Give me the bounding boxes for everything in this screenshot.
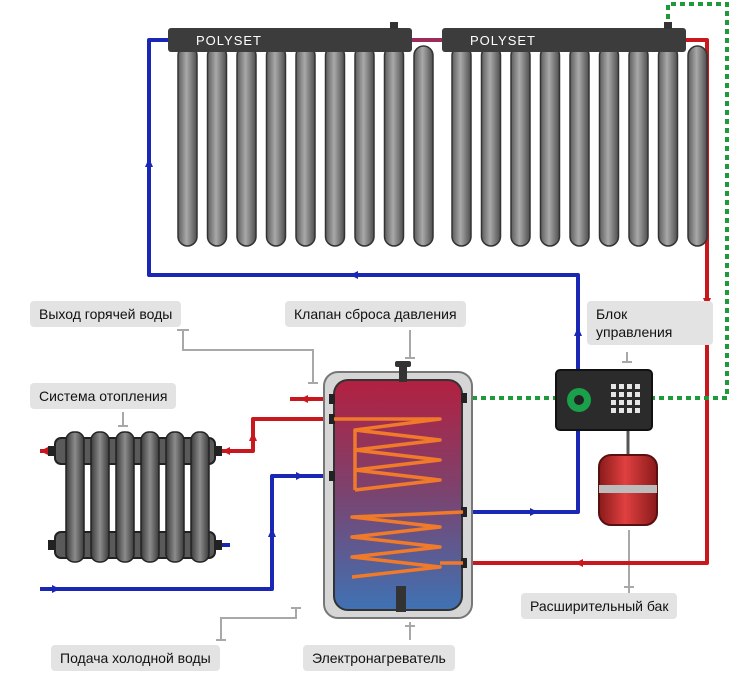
flow-arrows: [40, 158, 711, 593]
keypad-key: [611, 400, 616, 405]
keypad-key: [627, 400, 632, 405]
callout-pressure-valve: Клапан сброса давления: [285, 301, 466, 327]
callout-cold-water-in: Подача холодной воды: [51, 645, 220, 671]
keypad-key: [611, 392, 616, 397]
keypad-key: [627, 392, 632, 397]
collector-2-tube: [510, 45, 531, 247]
callout-electric-heater: Электронагреватель: [303, 645, 455, 671]
control-unit: [555, 369, 653, 431]
radiator-fin: [165, 431, 185, 563]
collector-1-tube: [295, 45, 316, 247]
collector-1: POLYSET: [168, 22, 434, 247]
collector-1-header: [168, 28, 412, 52]
collector-2-tube: [480, 45, 502, 247]
pressure-valve: [395, 361, 411, 382]
leader-lines: [118, 329, 634, 641]
collector-2-brand: POLYSET: [470, 33, 536, 48]
keypad-key: [635, 384, 640, 389]
keypad-key: [627, 408, 632, 413]
collector-2-tube: [657, 45, 679, 247]
callout-heating-system: Система отопления: [30, 383, 177, 409]
radiator-fin: [190, 431, 210, 563]
keypad-key: [635, 392, 640, 397]
collector-1-tube: [354, 45, 375, 247]
radiator-fin: [65, 431, 85, 563]
collector-1-brand: POLYSET: [196, 33, 262, 48]
keypad-key: [619, 408, 624, 413]
collector-1-tube: [177, 45, 198, 247]
keypad-key: [619, 384, 624, 389]
keypad-key: [619, 392, 624, 397]
storage-tank: [323, 361, 473, 619]
collector-2-tube: [687, 45, 708, 247]
cold-coil-pipe: [463, 430, 580, 514]
collector-1-tube: [383, 45, 405, 247]
collector-2-header: [442, 28, 686, 52]
collector-2-tube: [539, 45, 561, 247]
radiator-fin: [140, 431, 160, 563]
radiator-fin: [115, 431, 135, 563]
keypad-key: [627, 384, 632, 389]
keypad-key: [635, 400, 640, 405]
collector-2-tube: [569, 45, 590, 247]
radiator-fin: [90, 431, 110, 563]
collector-1-tube: [206, 45, 228, 247]
heat-exchanger-coil: [334, 417, 464, 579]
electric-heater: [396, 586, 406, 612]
callout-expansion-tank: Расширительный бак: [521, 593, 678, 619]
heating-supply-pipe: [215, 417, 334, 453]
collector-1-tube: [265, 45, 287, 247]
cold-return-pipe: [147, 38, 580, 370]
sensor-wire: [651, 2, 729, 400]
callout-control-unit: Блок управления: [587, 301, 713, 345]
collector-2-tube: [598, 45, 620, 247]
keypad-key: [619, 400, 624, 405]
keypad-key: [611, 408, 616, 413]
collector-2-tube: [451, 45, 472, 247]
collector-1-tube: [236, 45, 257, 247]
callout-hot-water-out: Выход горячей воды: [30, 301, 182, 327]
radiator: [48, 431, 222, 563]
collector-2: POLYSET: [442, 22, 708, 247]
collector-1-tube: [324, 45, 346, 247]
keypad-key: [611, 384, 616, 389]
collector-2-tube: [628, 45, 649, 247]
keypad-key: [635, 408, 640, 413]
expansion-tank: [598, 454, 658, 526]
collector-1-tube: [413, 45, 434, 247]
